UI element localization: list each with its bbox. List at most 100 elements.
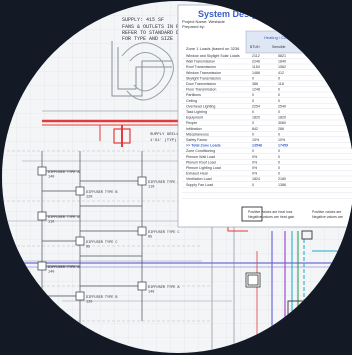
table-row-value: 1840 [278, 60, 286, 64]
diffuser-tag: DIFFUSER TYPE A [148, 286, 180, 290]
report-title: System Design [198, 9, 263, 19]
table-row-value: 0 [278, 76, 280, 80]
table-row-value: 0 [252, 99, 254, 103]
table-footer: Positive values are heat loss [248, 210, 293, 214]
table-row-value: 286 [278, 127, 284, 131]
units-header [245, 30, 352, 54]
table-row-label: Zone Conditioning [186, 149, 215, 153]
table-row-value: 0 [252, 110, 254, 114]
diffuser-cfm: 120 [86, 301, 92, 305]
table-row-label: Door Transmission [186, 82, 216, 86]
table-row-label: Window and Skylight Solar Loads [186, 54, 240, 58]
table-row-label: Task Lighting [186, 110, 207, 114]
diffuser-cfm: 140 [48, 176, 54, 180]
table-row-value: 13548 [252, 144, 262, 148]
table-caption: Zone 1 Loads (based on 3236 [186, 46, 240, 51]
table-row-value: 1486 [252, 71, 260, 75]
table-row-value: 1386 [278, 183, 286, 187]
table-row-value: 0 [252, 132, 254, 136]
table-row-label: Ventilation Load [186, 177, 212, 181]
diffuser-cfm: 110 [48, 221, 54, 225]
units-col: Sensible [272, 45, 285, 49]
table-footer: Negative values are heat gain [248, 215, 294, 219]
diffuser-cfm: 140 [48, 271, 54, 275]
table-row-value: 0 [278, 160, 280, 164]
diffuser-cfm: 120 [86, 196, 92, 200]
table-row-value: 0 [252, 149, 254, 153]
table-row-value: 0% [252, 155, 258, 159]
table-row-value: 412 [278, 71, 284, 75]
diffuser-tag: DIFFUSER TYPE A [48, 216, 80, 220]
table-row-label: People [186, 121, 197, 125]
table-row-value: 0 [278, 93, 280, 97]
diffuser-cfm: 140 [148, 291, 154, 295]
table-row-value: 10% [252, 138, 260, 142]
callout-label: SUPPLY GRILLE [150, 133, 182, 137]
units-col: Latent [298, 45, 308, 49]
table-row-value: 2246 [252, 60, 260, 64]
table-row-value: 0 [252, 183, 254, 187]
callout-label: 1'X1' (TYP) [150, 138, 176, 143]
note-line: FOR TYPE AND SIZE [122, 36, 173, 42]
table-row-value: 3060 [278, 121, 286, 125]
table-row-value: 0 [278, 155, 280, 159]
load-table: Window and Skylight Solar Loads 2112 5821W… [182, 54, 352, 199]
table-row-label: Plenum Lighting Load [186, 166, 221, 170]
table-row-value: 0 [278, 149, 280, 153]
table-row-value: 842 [252, 127, 258, 131]
table-row-value: 1154 [252, 65, 260, 69]
table-row-value: 2254 [252, 104, 260, 108]
table-row-label: Partitions [186, 93, 201, 97]
table-row-value: 0% [252, 166, 258, 170]
table-row-label: Ceiling [186, 99, 197, 103]
table-row-label: Exhaust Heat [186, 172, 208, 176]
diffuser-tag: DIFFUSER TYPE C [148, 231, 180, 235]
diffuser-cfm: 110 [148, 186, 154, 190]
table-row-value: 5821 [278, 54, 286, 58]
table-row-value: 1820 [252, 116, 260, 120]
diffuser-cfm: 95 [148, 236, 152, 240]
note-line: REFER TO STANDARD DETAILS [122, 30, 197, 36]
diffuser-cfm: 95 [86, 246, 90, 250]
units-col: BTUH [250, 45, 260, 49]
table-row-label: Plenum Roof Load [186, 160, 216, 164]
table-row-value: 0 [278, 172, 280, 176]
table-row-value: 2180 [278, 177, 286, 181]
note-line: SUPPLY: 415 SF [122, 17, 164, 23]
diffuser-tag: DIFFUSER TYPE A [148, 181, 180, 185]
diffuser-symbols [37, 166, 261, 301]
table-row-label: Safety Factor [186, 138, 208, 142]
table-row-label: Overhead Lighting [186, 104, 215, 108]
table-row-value: 0% [252, 160, 258, 164]
table-row-value: 1820 [278, 116, 286, 120]
diffuser-tag: DIFFUSER TYPE A [48, 171, 80, 175]
table-row-value: 0 [278, 132, 280, 136]
system-design-report: System Design Project Name: Westside Pre… [177, 4, 352, 228]
table-row-label: Floor Transmission [186, 88, 216, 92]
table-row-value: 17459 [278, 144, 288, 148]
report-preparer: Prepared by: [182, 24, 205, 29]
table-row-label: Skylight Transmission [186, 76, 221, 80]
note-line: FANS & OUTLETS IN FLOOR SLAB [122, 24, 206, 30]
table-row-value: 1824 [252, 177, 260, 181]
table-row-value: 118 [278, 82, 284, 86]
table-row-label: >> Total Zone Loads [186, 144, 221, 148]
table-row-label: Wall Transmission [186, 60, 215, 64]
diffuser-tag: DIFFUSER TYPE C [86, 241, 118, 245]
diffuser-tag: DIFFUSER TYPE A [48, 266, 80, 270]
table-row-value: 2540 [278, 104, 286, 108]
table-row-value: 2112 [252, 54, 260, 58]
table-footer: Positive values are [312, 210, 341, 214]
table-row-label: Plenum Wall Load [186, 155, 215, 159]
table-row-value: 0 [252, 76, 254, 80]
table-row-value: 0 [278, 110, 280, 114]
table-row-value: 0 [278, 166, 280, 170]
table-row-label: Equipment [186, 116, 203, 120]
table-row-value: 0% [252, 172, 258, 176]
table-row-value: 0 [252, 93, 254, 97]
table-row-value: 0 [252, 121, 254, 125]
